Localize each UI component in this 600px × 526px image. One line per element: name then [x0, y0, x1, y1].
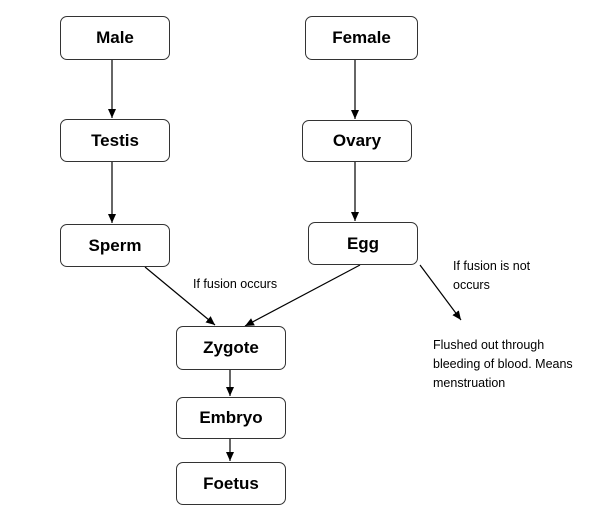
node-female-label: Female [332, 28, 391, 47]
node-foetus-label: Foetus [203, 473, 259, 493]
node-male: Male [60, 16, 170, 60]
label-outcome-line2: bleeding of blood. Means [433, 357, 573, 371]
label-if-fusion-occurs-text: If fusion occurs [193, 277, 278, 291]
node-ovary: Ovary [302, 120, 412, 162]
label-if-fusion-not-occurs-line1: If fusion is not [453, 259, 531, 273]
node-egg: Egg [308, 222, 418, 265]
node-female: Female [305, 16, 418, 60]
arrow-egg-to-outcome [419, 264, 462, 321]
label-if-fusion-occurs: If fusion occurs [193, 275, 277, 294]
arrow-sperm-to-zygote [144, 266, 216, 326]
node-zygote-label: Zygote [203, 338, 259, 357]
label-if-fusion-not-occurs: If fusion is not occurs [453, 257, 530, 295]
label-outcome-line3: menstruation [433, 376, 506, 390]
node-testis-label: Testis [91, 130, 139, 150]
node-sperm-label: Sperm [88, 235, 142, 255]
label-outcome-line1: Flushed out through [433, 338, 545, 352]
node-testis: Testis [60, 119, 170, 162]
node-egg-label: Egg [346, 233, 380, 253]
label-menstruation-outcome: Flushed out through bleeding of blood. M… [433, 336, 573, 393]
node-embryo: Embryo [176, 397, 286, 439]
node-ovary-label: Ovary [332, 131, 382, 150]
node-zygote: Zygote [176, 326, 286, 370]
node-male-label: Male [96, 28, 134, 47]
arrow-egg-to-zygote [244, 264, 361, 327]
node-embryo-label: Embryo [199, 408, 263, 427]
node-foetus: Foetus [176, 462, 286, 505]
label-if-fusion-not-occurs-line2: occurs [453, 278, 490, 292]
node-sperm: Sperm [60, 224, 170, 267]
